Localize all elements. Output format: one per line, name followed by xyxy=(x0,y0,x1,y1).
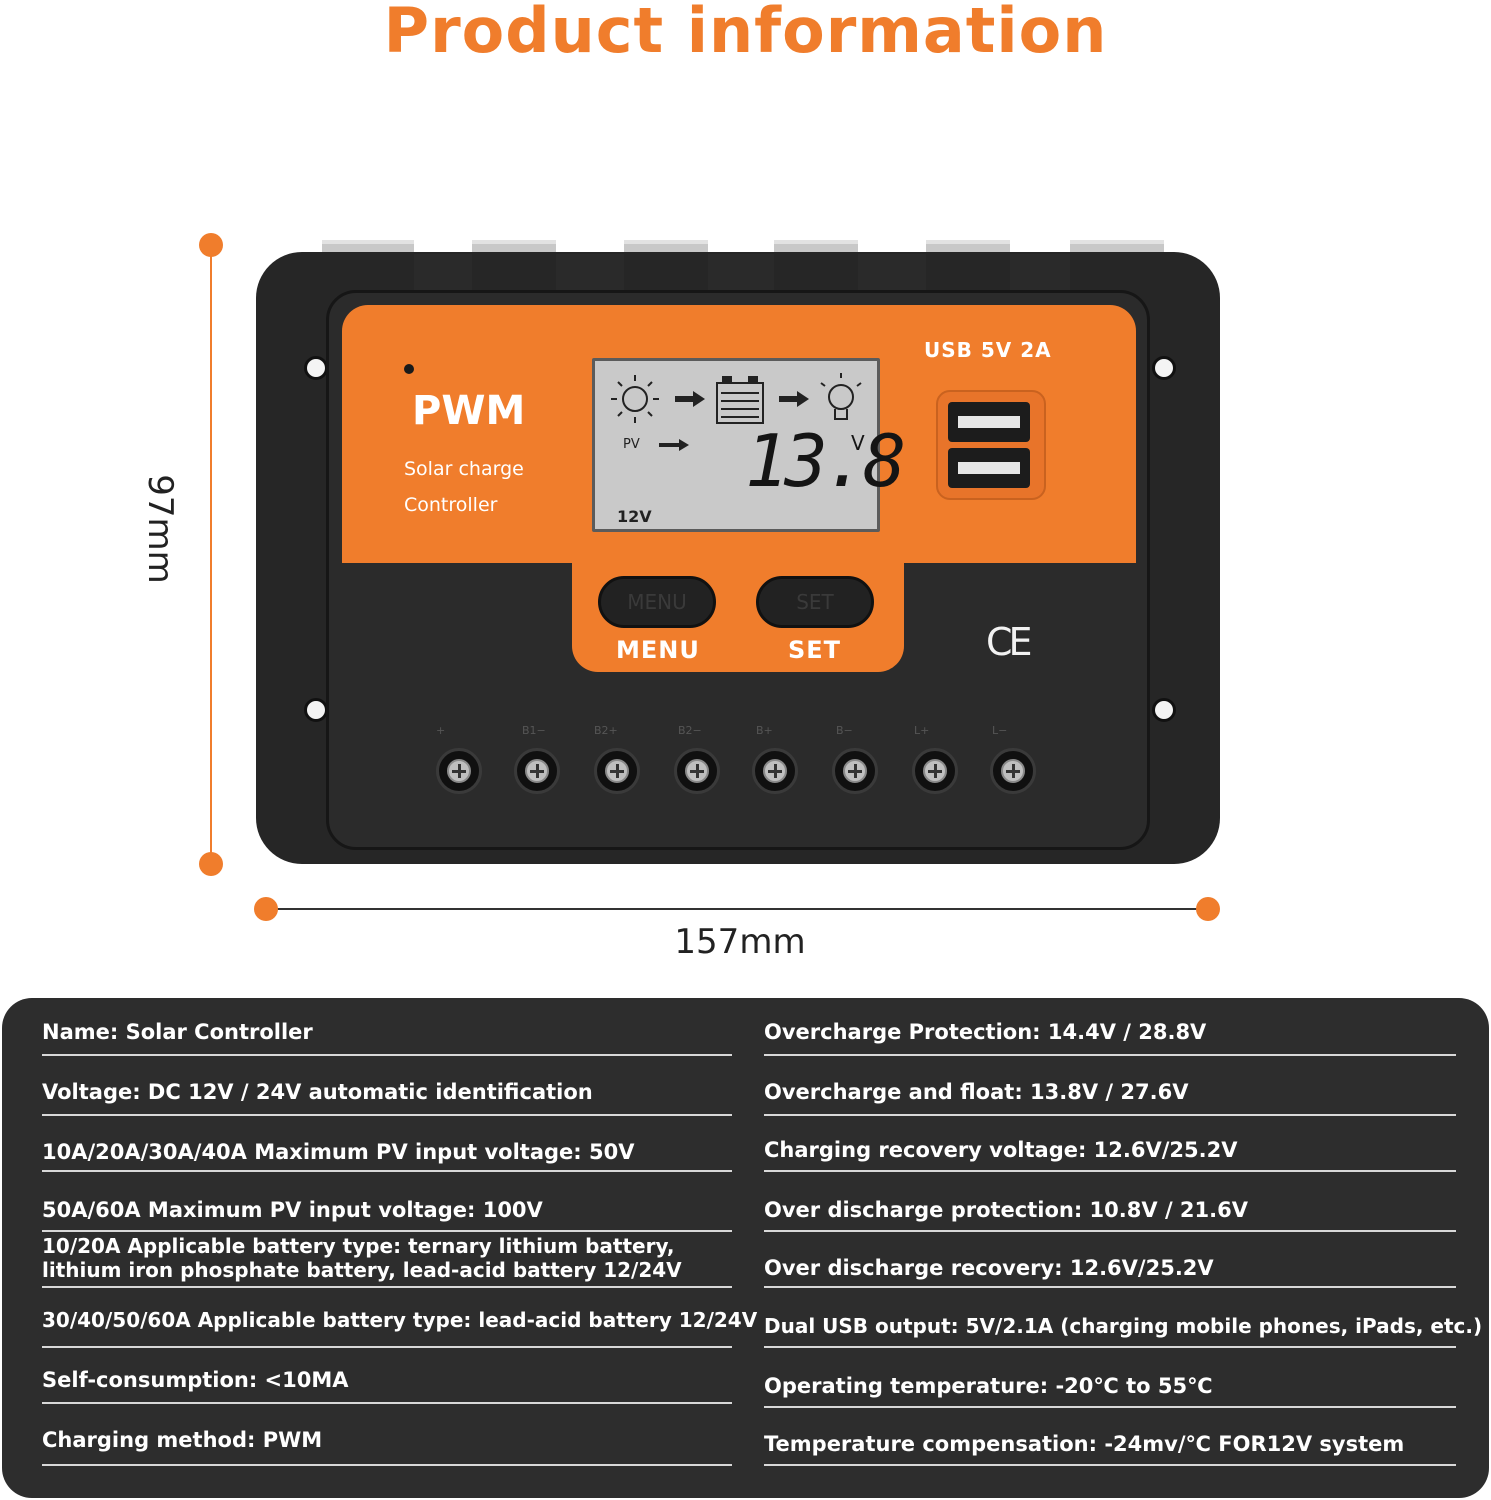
usb-port[interactable] xyxy=(948,402,1030,442)
dimension-dot xyxy=(1196,897,1220,921)
terminal-screw[interactable] xyxy=(752,748,798,794)
spec-row: 50A/60A Maximum PV input voltage: 100V xyxy=(42,1198,732,1232)
terminal-screw[interactable] xyxy=(990,748,1036,794)
terminal-label: B+ xyxy=(756,724,773,737)
usb-label: USB 5V 2A xyxy=(924,338,1052,362)
solar-controller-device: PWM Solar charge Controller xyxy=(256,240,1220,864)
spec-row-line: 10/20A Applicable battery type: ternary … xyxy=(42,1234,675,1258)
battery-icon xyxy=(716,376,764,424)
prong-gap xyxy=(858,254,926,294)
usb-port-contact xyxy=(958,462,1020,474)
prong-gap xyxy=(556,254,624,294)
set-button-label: SET xyxy=(788,636,842,664)
mounting-hole xyxy=(1152,698,1176,722)
subtitle-line-2: Controller xyxy=(404,494,498,516)
terminal-label: L+ xyxy=(914,724,930,737)
arrow-right-icon xyxy=(659,439,689,451)
prong-gap xyxy=(708,254,774,294)
spec-row: Voltage: DC 12V / 24V automatic identifi… xyxy=(42,1080,732,1116)
ce-mark: CE xyxy=(986,620,1033,664)
terminal-screw[interactable] xyxy=(436,748,482,794)
spec-row: Overcharge Protection: 14.4V / 28.8V xyxy=(764,1020,1456,1056)
width-dimension-label: 157mm xyxy=(674,922,806,962)
usb-port-contact xyxy=(958,416,1020,428)
lcd-pv-label: PV xyxy=(623,437,640,452)
dimension-dot xyxy=(254,897,278,921)
page-title: Product information xyxy=(383,0,1108,67)
subtitle-line-1: Solar charge xyxy=(404,458,524,480)
terminal-screw[interactable] xyxy=(832,748,878,794)
arrow-right-icon xyxy=(779,391,809,407)
menu-button-label: MENU xyxy=(616,636,700,664)
arrow-right-icon xyxy=(675,391,705,407)
terminal-screw[interactable] xyxy=(514,748,560,794)
spec-row: Self-consumption: <10MA xyxy=(42,1368,732,1404)
spec-row: Dual USB output: 5V/2.1A (charging mobil… xyxy=(764,1314,1482,1348)
lcd-voltage-readout: 13.8 xyxy=(745,419,906,503)
terminal-label: + xyxy=(436,724,446,737)
mounting-hole xyxy=(1152,356,1176,380)
spec-row: 30/40/50/60A Applicable battery type: le… xyxy=(42,1308,757,1348)
height-dimension-line xyxy=(210,246,212,864)
spec-row: 10A/20A/30A/40A Maximum PV input voltage… xyxy=(42,1140,732,1172)
brand-label: PWM xyxy=(412,388,526,434)
prong-gap xyxy=(414,254,472,294)
set-button[interactable]: SET xyxy=(756,576,874,628)
prong-gap xyxy=(1010,254,1070,294)
lcd-system-voltage: 12V xyxy=(617,507,652,526)
spec-row: Charging method: PWM xyxy=(42,1428,732,1466)
terminal-label: B2+ xyxy=(594,724,618,737)
mounting-hole xyxy=(304,698,328,722)
terminal-label: B1− xyxy=(522,724,546,737)
menu-button[interactable]: MENU xyxy=(598,576,716,628)
terminal-label: B2− xyxy=(678,724,702,737)
spec-row: Overcharge and float: 13.8V / 27.6V xyxy=(764,1080,1456,1116)
terminal-block: + B1− B2+ B2− B+ B− L+ L− xyxy=(426,718,1066,798)
spec-row: Over discharge protection: 10.8V / 21.6V xyxy=(764,1198,1456,1232)
usb-port[interactable] xyxy=(948,448,1030,488)
spec-row: Temperature compensation: -24mv/℃ FOR12V… xyxy=(764,1432,1456,1466)
terminal-label: L− xyxy=(992,724,1008,737)
spec-row-line: lithium iron phosphate battery, lead-aci… xyxy=(42,1258,682,1282)
lcd-status-icons xyxy=(611,373,862,424)
spec-panel: Name: Solar Controller Voltage: DC 12V /… xyxy=(2,998,1489,1498)
width-dimension-line xyxy=(266,908,1208,910)
spec-row: Operating temperature: -20℃ to 55℃ xyxy=(764,1374,1456,1408)
terminal-screw[interactable] xyxy=(912,748,958,794)
bulb-icon xyxy=(820,373,862,420)
spec-row: Over discharge recovery: 12.6V/25.2V xyxy=(764,1256,1456,1288)
terminal-label: B− xyxy=(836,724,853,737)
mounting-hole xyxy=(304,356,328,380)
lcd-display: PV 13.8 V 12V xyxy=(592,358,906,532)
lcd-voltage-unit: V xyxy=(851,431,865,455)
terminal-screw[interactable] xyxy=(594,748,640,794)
dimension-dot xyxy=(199,852,223,876)
spec-row: 10/20A Applicable battery type: ternary … xyxy=(42,1234,732,1288)
usb-port-housing xyxy=(936,390,1046,500)
spec-row: Name: Solar Controller xyxy=(42,1020,732,1056)
dimension-dot xyxy=(199,233,223,257)
terminal-screw[interactable] xyxy=(674,748,720,794)
spec-row: Charging recovery voltage: 12.6V/25.2V xyxy=(764,1138,1456,1172)
status-led xyxy=(404,364,414,374)
sun-icon xyxy=(611,375,659,423)
